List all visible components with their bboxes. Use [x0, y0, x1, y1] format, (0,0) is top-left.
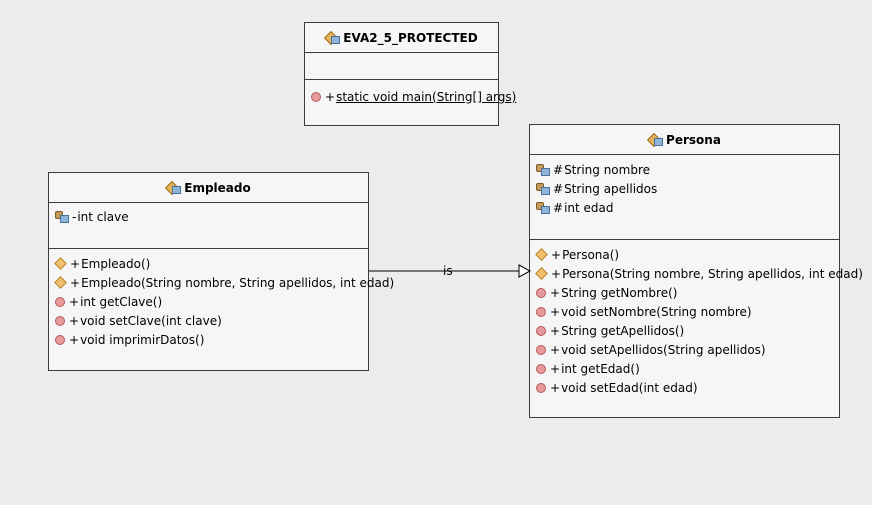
class-box-persona[interactable]: Persona # String nombre # String apellid… — [529, 124, 863, 418]
class-name: Persona — [666, 132, 721, 147]
static-keyword: static — [336, 89, 370, 104]
method-signature: void setClave(int clave) — [80, 313, 222, 328]
methods-section: + Persona() + Persona(String nombre, Str… — [530, 240, 863, 418]
visibility-marker: + — [69, 332, 80, 347]
field-icon — [536, 183, 550, 195]
visibility-marker: + — [550, 323, 561, 338]
class-header: Empleado — [49, 173, 368, 203]
method-signature: Persona() — [562, 247, 620, 262]
method-icon — [55, 315, 65, 326]
method-signature: int getClave() — [80, 294, 163, 309]
method-row[interactable]: + void imprimirDatos() — [55, 330, 368, 349]
method-icon — [55, 334, 65, 345]
method-icon — [536, 287, 546, 298]
field-icon — [536, 202, 550, 214]
method-icon — [536, 363, 546, 374]
visibility-marker: + — [325, 89, 336, 104]
field-icon — [55, 211, 69, 223]
constructor-row[interactable]: + Empleado() — [54, 254, 368, 273]
class-icon — [325, 32, 341, 44]
method-icon — [536, 306, 546, 317]
field-row[interactable]: # String apellidos — [536, 179, 839, 198]
class-icon — [166, 182, 182, 194]
fields-section: - int clave — [49, 203, 368, 249]
method-row[interactable]: + static void main(String[] args) — [311, 87, 516, 106]
visibility-marker: + — [550, 285, 561, 300]
method-signature: void main(String[] args) — [372, 89, 517, 104]
method-row[interactable]: + void setNombre(String nombre) — [536, 302, 839, 321]
visibility-marker: + — [551, 266, 562, 281]
methods-section: + Empleado() + Empleado(String nombre, S… — [49, 249, 394, 371]
class-header: Persona — [530, 125, 839, 155]
method-signature: void setApellidos(String apellidos) — [561, 342, 766, 357]
field-signature: String nombre — [564, 162, 650, 177]
visibility-marker: + — [550, 380, 561, 395]
generalization-arrow[interactable] — [369, 262, 531, 280]
visibility-marker: + — [550, 342, 561, 357]
method-signature: int getEdad() — [561, 361, 640, 376]
fields-section — [305, 53, 498, 80]
method-signature: Persona(String nombre, String apellidos,… — [562, 266, 863, 281]
visibility-marker: - — [72, 209, 77, 224]
arrow-head-hollow-triangle — [518, 264, 531, 278]
constructor-row[interactable]: + Empleado(String nombre, String apellid… — [54, 273, 394, 292]
visibility-marker: + — [551, 247, 562, 262]
method-row[interactable]: + void setEdad(int edad) — [536, 378, 839, 397]
constructor-icon — [535, 248, 548, 261]
class-icon — [648, 134, 664, 146]
method-row[interactable]: + int getClave() — [55, 292, 368, 311]
method-row[interactable]: + int getEdad() — [536, 359, 839, 378]
field-row[interactable]: # String nombre — [536, 160, 839, 179]
relation-label: is — [443, 264, 453, 278]
visibility-marker: + — [70, 275, 81, 290]
method-signature: void setEdad(int edad) — [561, 380, 698, 395]
constructor-row[interactable]: + Persona() — [535, 245, 839, 264]
constructor-icon — [54, 276, 67, 289]
methods-section: + static void main(String[] args) — [305, 80, 516, 126]
visibility-marker: # — [553, 181, 564, 196]
visibility-marker: # — [553, 162, 564, 177]
method-row[interactable]: + String getNombre() — [536, 283, 839, 302]
visibility-marker: + — [69, 294, 80, 309]
visibility-marker: # — [553, 200, 564, 215]
method-signature: String getApellidos() — [561, 323, 685, 338]
class-name: EVA2_5_PROTECTED — [343, 30, 478, 45]
field-row[interactable]: # int edad — [536, 198, 839, 217]
visibility-marker: + — [550, 361, 561, 376]
class-name: Empleado — [184, 180, 251, 195]
field-row[interactable]: - int clave — [55, 207, 368, 226]
field-icon — [536, 164, 550, 176]
visibility-marker: + — [69, 313, 80, 328]
class-header: EVA2_5_PROTECTED — [305, 23, 498, 53]
method-signature: String getNombre() — [561, 285, 678, 300]
method-row[interactable]: + String getApellidos() — [536, 321, 839, 340]
visibility-marker: + — [70, 256, 81, 271]
method-icon — [536, 325, 546, 336]
visibility-marker: + — [550, 304, 561, 319]
method-signature: void imprimirDatos() — [80, 332, 205, 347]
field-signature: String apellidos — [564, 181, 658, 196]
method-row[interactable]: + void setApellidos(String apellidos) — [536, 340, 839, 359]
constructor-icon — [535, 267, 548, 280]
method-icon — [536, 382, 546, 393]
constructor-icon — [54, 257, 67, 270]
method-signature: Empleado() — [81, 256, 151, 271]
class-box-empleado[interactable]: Empleado - int clave + Empleado() + Empl… — [48, 172, 394, 371]
method-icon — [536, 344, 546, 355]
constructor-row[interactable]: + Persona(String nombre, String apellido… — [535, 264, 863, 283]
method-signature: void setNombre(String nombre) — [561, 304, 752, 319]
method-row[interactable]: + void setClave(int clave) — [55, 311, 368, 330]
method-icon — [55, 296, 65, 307]
class-box-eva2-5-protected[interactable]: EVA2_5_PROTECTED + static void main(Stri… — [304, 22, 516, 126]
method-icon — [311, 91, 321, 102]
fields-section: # String nombre # String apellidos # int… — [530, 155, 839, 240]
field-signature: int edad — [564, 200, 614, 215]
field-signature: int clave — [77, 209, 129, 224]
method-signature: Empleado(String nombre, String apellidos… — [81, 275, 395, 290]
